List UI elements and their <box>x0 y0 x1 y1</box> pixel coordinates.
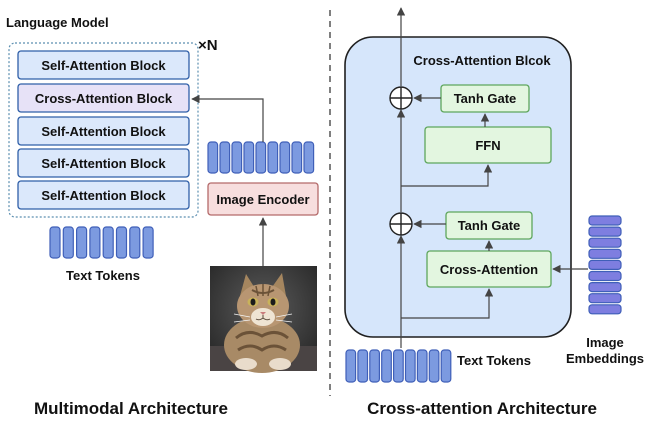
text-token <box>49 226 61 259</box>
image-embedding-token <box>588 282 622 293</box>
image-token <box>303 141 315 174</box>
self-attention-block-3-label: Self-Attention Block <box>41 156 166 171</box>
text-token <box>393 349 404 383</box>
image-embedding-token <box>588 237 622 248</box>
image-embeddings-label-line1: Image <box>586 335 624 350</box>
image-token-strip <box>207 141 315 174</box>
text-token <box>142 226 154 259</box>
self-attention-block-3 <box>17 148 190 178</box>
image-token <box>267 141 279 174</box>
image-token <box>279 141 291 174</box>
self-attention-block-4-label: Self-Attention Block <box>41 188 166 203</box>
image-embedding-token <box>588 248 622 259</box>
text-token <box>428 349 440 383</box>
image-token <box>231 141 243 174</box>
image-encoder-box <box>207 182 319 216</box>
sum-node-bottom <box>389 212 413 236</box>
cross-attention-architecture-caption: Cross-attention Architecture <box>367 399 597 418</box>
tanh-gate-bottom-box <box>445 211 533 240</box>
self-attention-block-2-label: Self-Attention Block <box>41 124 166 139</box>
text-token <box>102 226 114 259</box>
text-token <box>345 349 357 383</box>
tanh-gate-top-label: Tanh Gate <box>454 91 517 106</box>
self-attention-block-2 <box>17 116 190 146</box>
image-embeddings-stack <box>588 215 622 315</box>
sum-node-top <box>389 86 413 110</box>
image-token <box>255 141 267 174</box>
language-model-label: Language Model <box>6 15 109 30</box>
cross-attention-label: Cross-Attention <box>440 262 538 277</box>
cross-attention-block-label: Cross-Attention Block <box>35 91 173 106</box>
text-token <box>89 226 101 259</box>
text-token <box>369 349 380 383</box>
ffn-label: FFN <box>475 138 500 153</box>
image-embedding-token <box>588 270 622 282</box>
image-embedding-token <box>588 293 622 304</box>
self-attention-block-4 <box>17 180 190 210</box>
cross-attention-block <box>17 83 190 113</box>
repeat-count-label: ×N <box>198 37 218 54</box>
text-token <box>115 226 128 259</box>
image-token <box>291 141 303 174</box>
text-token <box>62 226 74 259</box>
multimodal-architecture: Language Model ×N Self-Attention Block C… <box>6 15 319 418</box>
image-embedding-token <box>588 304 622 315</box>
cross-attention-block-container <box>344 36 572 338</box>
text-token <box>129 226 141 259</box>
cross-attention-block-title: Cross-Attention Blcok <box>413 53 551 68</box>
image-embedding-token <box>588 226 622 237</box>
image-encoder-label: Image Encoder <box>216 192 309 207</box>
residual-to-ffn-arrow <box>401 164 493 187</box>
image-embeddings-label-line2: Embeddings <box>566 351 644 366</box>
right-text-tokens-label: Text Tokens <box>457 353 531 368</box>
image-token <box>207 141 219 174</box>
cat-photo <box>210 266 317 373</box>
image-token <box>243 141 255 174</box>
cross-attention-architecture: Cross-Attention Blcok Tanh Gate FFN Tanh… <box>344 7 644 418</box>
tanh-gate-bottom-label: Tanh Gate <box>458 218 521 233</box>
self-attention-block-1 <box>17 50 190 80</box>
right-text-tokens <box>345 349 452 383</box>
block-stack: Self-Attention Block Cross-Attention Blo… <box>17 50 190 210</box>
residual-to-cross-attention-arrow <box>401 288 494 319</box>
image-embedding-token <box>588 215 622 226</box>
left-text-tokens <box>49 226 154 259</box>
text-token <box>381 349 392 383</box>
self-attention-block-1-label: Self-Attention Block <box>41 58 166 73</box>
text-token <box>416 349 428 383</box>
ffn-box <box>424 126 552 164</box>
image-to-cross-attention-arrow <box>191 94 264 142</box>
language-model-frame <box>8 42 199 218</box>
text-token <box>357 349 369 383</box>
text-token <box>404 349 416 383</box>
image-embedding-token <box>588 259 622 270</box>
multimodal-architecture-caption: Multimodal Architecture <box>34 399 228 418</box>
text-token <box>75 226 88 259</box>
image-token <box>219 141 231 174</box>
left-text-tokens-label: Text Tokens <box>66 268 140 283</box>
text-token <box>440 349 452 383</box>
